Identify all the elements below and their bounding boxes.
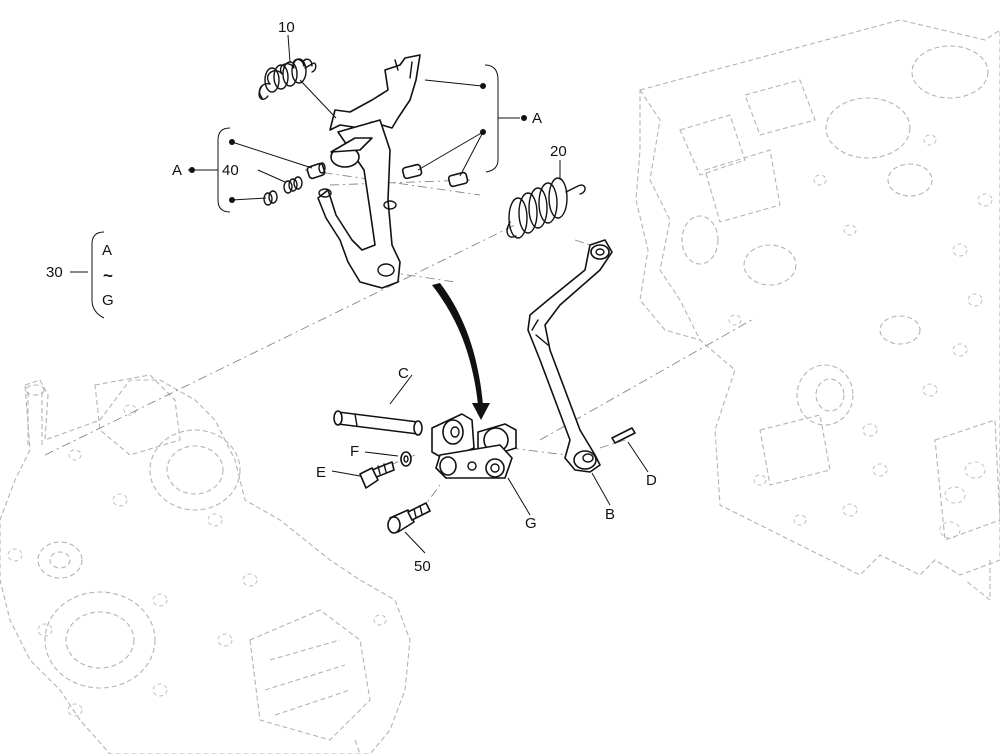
washer-part-f	[400, 451, 412, 467]
screw-part-e	[359, 461, 395, 489]
lever-part-b	[527, 239, 613, 473]
spring-part-10	[258, 58, 317, 100]
spring-part-20	[506, 177, 586, 239]
linkage-part-g	[431, 413, 517, 479]
assembly-arrow	[432, 283, 490, 420]
range-separator: ~	[103, 266, 113, 285]
callout-g: G	[525, 515, 537, 532]
shaft-part-c	[333, 410, 423, 436]
callout-f: F	[350, 443, 359, 460]
callout-labels: 10 20 30 40 50 A A B C D E F G A ~ G	[46, 19, 657, 575]
callout-20: 20	[550, 143, 567, 160]
assembly-center-lines	[44, 169, 756, 513]
callout-50: 50	[414, 558, 431, 575]
callout-a-right: A	[532, 110, 542, 127]
gear-case-ghost-left	[0, 374, 411, 754]
engine-block-ghost-right	[635, 19, 1000, 602]
callout-10: 10	[278, 19, 295, 36]
leader-lines	[70, 34, 649, 554]
range-from-label: A	[102, 242, 112, 259]
callout-d: D	[646, 472, 657, 489]
callout-b: B	[605, 506, 615, 523]
small-parts-40	[263, 162, 469, 206]
callout-30: 30	[46, 264, 63, 281]
pin-part-d	[611, 427, 636, 444]
callout-e: E	[316, 464, 326, 481]
callout-c: C	[398, 365, 409, 382]
callout-a-left: A	[172, 162, 182, 179]
governor-fork-arm	[317, 54, 421, 289]
range-to-label: G	[102, 292, 114, 309]
callout-40: 40	[222, 162, 239, 179]
bolt-part-50	[387, 502, 431, 534]
